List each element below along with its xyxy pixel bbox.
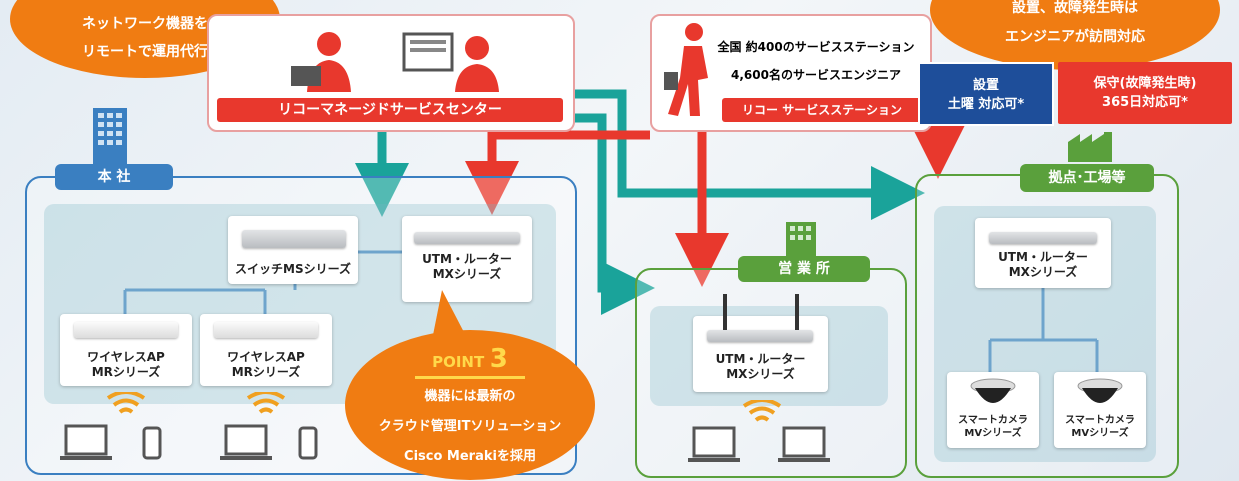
walking-engineer-icon — [664, 23, 708, 116]
device-label-line: MRシリーズ — [91, 365, 161, 379]
branch-client-devices — [688, 426, 830, 462]
bubble-text: エンジニアが訪問対応 — [1005, 29, 1145, 45]
operator-headset-icon — [291, 32, 351, 92]
router-device-icon — [414, 232, 520, 244]
ap-card — [60, 314, 192, 386]
device-label-line: UTM・ルーター — [715, 352, 806, 366]
camera-card: スマートカメラ MVシリーズ — [1054, 372, 1146, 448]
arrow-center-to-factory — [572, 89, 925, 220]
arrow-center-to-branch — [572, 113, 655, 315]
dome-camera-icon — [1077, 378, 1123, 403]
maintenance-badge: 保守(故障発生時) 365日対応可* — [1058, 62, 1232, 124]
branch-utm-card — [693, 294, 828, 392]
camera-card: スマートカメラ MVシリーズ — [947, 372, 1039, 448]
access-point-icon — [74, 322, 178, 338]
point-word: POINT — [432, 353, 485, 371]
point-text: クラウド管理ITソリューション — [378, 419, 562, 434]
client-devices — [60, 424, 318, 460]
building-icon — [93, 108, 127, 166]
hq-utm-card — [402, 216, 532, 302]
engineer-count: 4,600名のサービスエンジニア — [731, 68, 901, 82]
device-label-line: MVシリーズ — [1071, 428, 1129, 439]
device-label-line: MXシリーズ — [432, 267, 502, 281]
device-label-line: MVシリーズ — [964, 428, 1022, 439]
camera-label: スマートカメラ MVシリーズ — [947, 414, 1039, 440]
operator-icons — [291, 32, 499, 92]
badge-text: 保守(故障発生時) — [1093, 76, 1197, 91]
monitor-operator-icon — [402, 32, 499, 92]
wifi-signal-icon — [246, 392, 286, 414]
center-label: リコーマネージドサービスセンター — [217, 98, 563, 122]
ap-label: ワイヤレスAP MRシリーズ — [60, 350, 192, 380]
smartphone-icon — [142, 426, 162, 460]
switch-card — [228, 216, 358, 284]
badge-text: 設置 — [972, 78, 999, 93]
antenna-icon — [795, 294, 799, 330]
device-label-line: ワイヤレスAP — [227, 350, 305, 364]
point-bubble: POINT 3 機器には最新の クラウド管理ITソリューション Cisco Me… — [345, 330, 595, 480]
service-station: 全国 約400のサービスステーション 4,600名のサービスエンジニア リコー … — [650, 14, 932, 132]
point-bubble-tail — [432, 290, 468, 340]
switch-device-icon — [242, 230, 346, 248]
ap-label: ワイヤレスAP MRシリーズ — [200, 350, 332, 380]
wifi-signal-icon — [106, 392, 146, 414]
laptop-icon — [688, 426, 740, 462]
point-underline — [415, 376, 525, 379]
station-label: リコー サービスステーション — [722, 98, 922, 122]
ap-card — [200, 314, 332, 386]
managed-service-center: リコーマネージドサービスセンター — [207, 14, 575, 132]
badge-text: 土曜 対応可* — [947, 97, 1025, 112]
device-label-line: MXシリーズ — [1008, 265, 1078, 279]
device-label-line: スマートカメラ — [1065, 415, 1135, 426]
hq-utm-label: UTM・ルーター MXシリーズ — [402, 252, 532, 282]
office-building-icon — [786, 222, 816, 258]
branch-title: 営 業 所 — [738, 256, 870, 282]
point-number: 3 — [489, 344, 508, 374]
factory-utm-card — [975, 218, 1111, 288]
factory-utm-label: UTM・ルーター MXシリーズ — [975, 250, 1111, 280]
hq-title: 本 社 — [55, 164, 173, 190]
laptop-icon — [220, 424, 272, 460]
factory-title: 拠点･工場等 — [1020, 164, 1154, 192]
point-text: 機器には最新の — [424, 389, 516, 404]
device-label-line: MXシリーズ — [726, 367, 795, 381]
laptop-icon — [60, 424, 112, 460]
factory-wiring — [988, 287, 1099, 372]
device-label-line: UTM・ルーター — [998, 250, 1088, 264]
access-point-icon — [214, 322, 318, 338]
wifi-signal-icon — [742, 400, 782, 422]
point-text: Cisco Merakiを採用 — [404, 449, 536, 464]
device-label-line: UTM・ルーター — [422, 252, 512, 266]
station-count: 全国 約400のサービスステーション — [717, 40, 915, 54]
factory-icon — [1068, 132, 1112, 162]
badge-text: 365日対応可* — [1102, 95, 1188, 110]
dome-camera-icon — [970, 378, 1016, 403]
device-label-line: スマートカメラ — [958, 415, 1028, 426]
wireless-router-icon — [707, 330, 813, 342]
switch-label: スイッチMSシリーズ — [235, 262, 351, 276]
install-badge: 設置 土曜 対応可* — [918, 62, 1054, 126]
device-label-line: ワイヤレスAP — [87, 350, 165, 364]
arrow-station-to-hq — [465, 130, 650, 215]
bubble-text: 設置、故障発生時は — [1012, 0, 1138, 16]
device-label-line: MRシリーズ — [231, 365, 301, 379]
laptop-icon — [778, 426, 830, 462]
router-device-icon — [989, 232, 1097, 244]
camera-label: スマートカメラ MVシリーズ — [1054, 414, 1146, 440]
smartphone-icon — [298, 426, 318, 460]
bubble-text: ネットワーク機器を — [82, 16, 208, 32]
antenna-icon — [723, 294, 727, 330]
branch-utm-label: UTM・ルーター MXシリーズ — [693, 352, 828, 382]
bubble-text: リモートで運用代行 — [82, 44, 208, 60]
